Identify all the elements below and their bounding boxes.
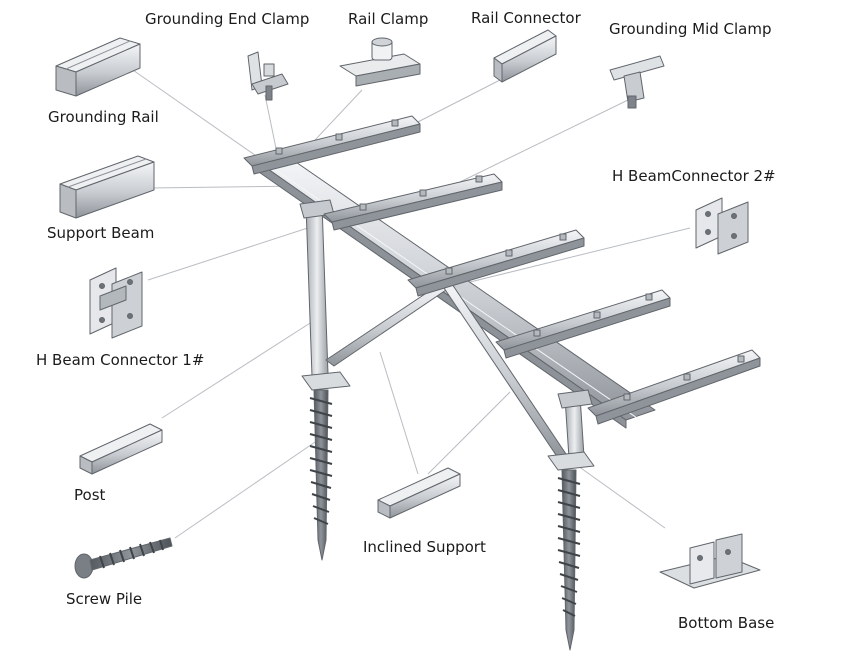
leader-lines bbox=[129, 67, 691, 539]
leader-grounding-mid-clamp bbox=[459, 99, 629, 183]
leader-inclined-support-2 bbox=[427, 391, 511, 475]
label-bottom-base: Bottom Base bbox=[678, 614, 775, 632]
rear-screw-pile bbox=[557, 469, 581, 651]
rear-base-plate bbox=[547, 451, 595, 471]
leader-grounding-rail bbox=[129, 67, 263, 161]
rail-clamp-part bbox=[339, 37, 421, 87]
front-screw-pile bbox=[309, 389, 333, 561]
front-base-plate bbox=[301, 371, 351, 391]
grounding-end-clamp-part bbox=[247, 51, 289, 101]
grounding-rail-part bbox=[55, 37, 141, 97]
leader-post bbox=[161, 317, 319, 419]
label-grounding-mid-clamp: Grounding Mid Clamp bbox=[609, 20, 772, 38]
rail-5 bbox=[587, 349, 761, 425]
h-beam-connector-2-part bbox=[695, 197, 749, 255]
rail-clamps bbox=[275, 119, 745, 401]
bottom-base-part bbox=[659, 533, 761, 589]
rear-post bbox=[557, 389, 593, 459]
component-thumbnails bbox=[55, 29, 761, 589]
label-grounding-end-clamp: Grounding End Clamp bbox=[145, 10, 310, 28]
label-grounding-rail: Grounding Rail bbox=[48, 108, 159, 126]
leader-rail-connector bbox=[409, 79, 501, 127]
label-screw-pile: Screw Pile bbox=[66, 590, 143, 608]
label-inclined-support: Inclined Support bbox=[363, 538, 486, 556]
label-post: Post bbox=[74, 486, 106, 504]
leader-grounding-end-clamp bbox=[264, 94, 279, 159]
inclined-support-installed bbox=[325, 283, 447, 367]
label-h-beam-connector-1: H Beam Connector 1# bbox=[36, 351, 205, 369]
leader-bottom-base bbox=[577, 465, 666, 529]
label-rail-clamp: Rail Clamp bbox=[348, 10, 429, 28]
support-beam-part bbox=[59, 155, 155, 219]
label-h-beam-connector-2: H BeamConnector 2# bbox=[612, 167, 776, 185]
inclined-support-part bbox=[377, 467, 461, 519]
leader-support-beam bbox=[149, 185, 303, 189]
leader-inclined-support bbox=[379, 351, 419, 475]
label-rail-connector: Rail Connector bbox=[471, 9, 581, 27]
grounding-mid-clamp-part bbox=[609, 55, 665, 109]
rail-connector-part bbox=[493, 29, 557, 83]
leader-h-beam-connector-1 bbox=[147, 223, 321, 281]
front-post bbox=[299, 199, 335, 377]
h-beam-connector-1-part bbox=[89, 267, 143, 339]
leader-screw-pile bbox=[174, 439, 319, 539]
rail-1 bbox=[243, 115, 421, 175]
rail-2 bbox=[323, 173, 503, 231]
label-support-beam: Support Beam bbox=[47, 224, 155, 242]
screw-pile-part bbox=[74, 537, 173, 579]
leader-h-beam-connector-2 bbox=[469, 227, 691, 283]
main-assembly bbox=[243, 115, 761, 651]
post-part bbox=[79, 423, 163, 475]
